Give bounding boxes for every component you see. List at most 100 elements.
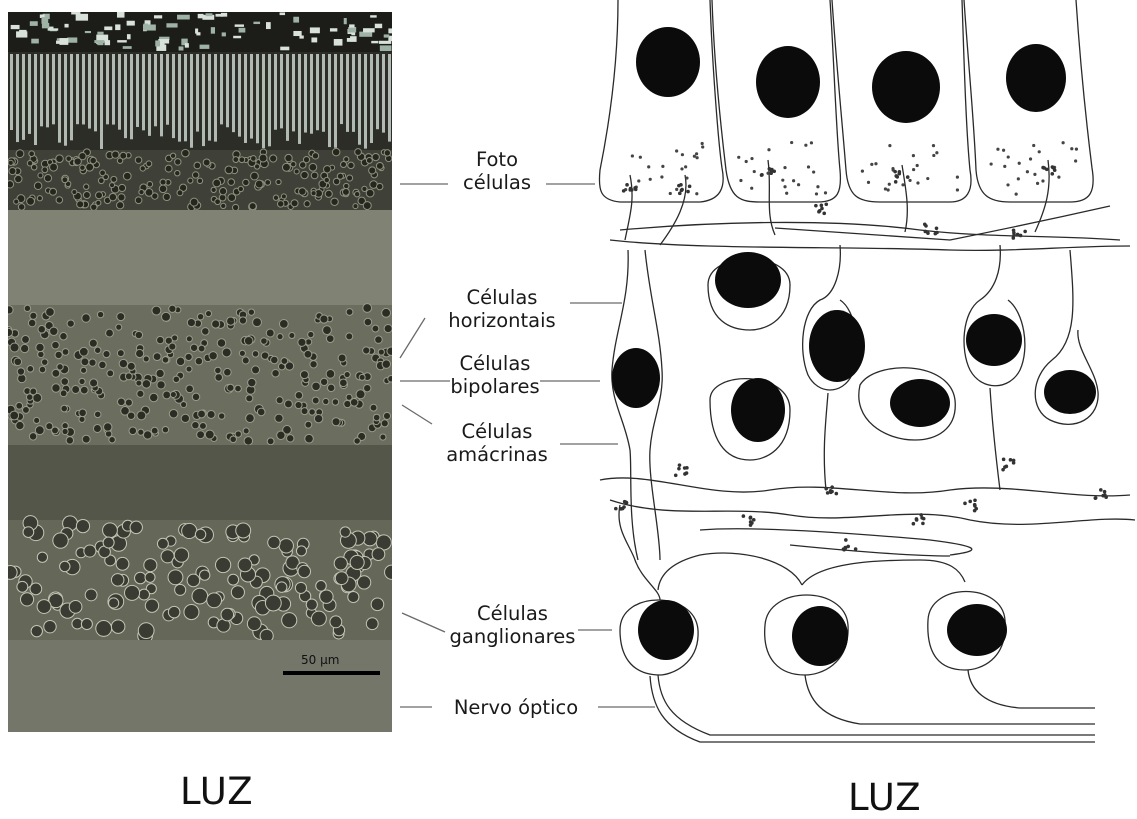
cell-nucleus-dot <box>265 595 281 611</box>
cell-nucleus-dot <box>207 593 222 608</box>
cell-nucleus-dot <box>90 157 97 164</box>
synapse-dot <box>814 204 818 208</box>
cell-nucleus-dot <box>198 345 205 352</box>
cell-nucleus-dot <box>215 367 222 374</box>
synapse-dot <box>1041 166 1045 170</box>
cell-nucleus-dot <box>72 386 80 394</box>
synapse-dot <box>894 180 898 184</box>
rod-segment <box>274 54 277 130</box>
label-bipolares-line1: Células <box>435 352 555 375</box>
granule-dot <box>637 179 640 182</box>
synapse-dot <box>893 170 897 174</box>
rod-segment <box>382 54 385 133</box>
cell-nucleus-dot <box>323 326 332 335</box>
cell-nucleus-dot <box>199 422 206 429</box>
cell-nucleus-dot <box>30 583 42 595</box>
synapse-dot <box>688 185 692 189</box>
cell-nucleus-dot <box>221 608 234 621</box>
synapse-dot <box>749 520 753 524</box>
label-fotocelulas-line2: células <box>447 171 547 194</box>
granule-dot <box>1006 183 1009 186</box>
cell-nucleus-dot <box>137 390 144 397</box>
cell-nucleus-dot <box>27 197 35 205</box>
cell-nucleus-dot <box>282 613 297 628</box>
cell-nucleus-dot <box>116 324 122 330</box>
cell-nucleus-dot <box>186 385 194 393</box>
cell-nucleus-dot <box>27 366 34 373</box>
synapse-dot <box>919 513 923 517</box>
photoreceptor-nucleus-1 <box>636 27 700 97</box>
label-celulas-bipolares: Células bipolares <box>435 352 555 398</box>
cell-nucleus-dot <box>60 561 70 571</box>
pigment-speck <box>384 34 389 37</box>
cell-nucleus-dot <box>118 194 125 201</box>
cell-nucleus-dot <box>103 350 110 357</box>
cell-nucleus-dot <box>22 336 30 344</box>
granule-dot <box>912 168 915 171</box>
cell-nucleus-dot <box>53 533 68 548</box>
cell-nucleus-dot <box>212 320 220 328</box>
rod-segment <box>28 54 31 134</box>
cell-nucleus-dot <box>118 184 125 191</box>
cell-nucleus-dot <box>23 527 34 538</box>
synapse-dot <box>680 188 684 192</box>
rod-segment <box>160 54 163 136</box>
granule-dot <box>816 185 819 188</box>
pigment-speck <box>154 15 162 18</box>
cell-nucleus-dot <box>273 195 278 200</box>
cell-nucleus-dot <box>340 527 350 537</box>
synapse-dot <box>768 167 772 171</box>
cell-nucleus-dot <box>387 347 392 355</box>
cell-nucleus-dot <box>162 312 171 321</box>
cell-nucleus-dot <box>325 190 332 197</box>
cell-nucleus-dot <box>153 353 161 361</box>
cell-nucleus-dot <box>34 182 42 190</box>
synapse-dot <box>973 503 977 507</box>
rod-segment <box>112 54 115 125</box>
cell-nucleus-dot <box>205 310 211 316</box>
photoreceptor-granules <box>624 141 1078 196</box>
synapse-dot <box>935 231 939 235</box>
cell-nucleus-dot <box>165 165 172 172</box>
cell-nucleus-dot <box>228 194 236 202</box>
pigment-speck <box>19 30 26 35</box>
synapse-dot <box>921 522 925 526</box>
granule-dot <box>647 165 650 168</box>
cell-nucleus-dot <box>277 431 285 439</box>
rod-segment <box>202 54 205 146</box>
rod-segment <box>250 54 253 139</box>
cell-nucleus-dot <box>209 352 217 360</box>
cell-nucleus-dot <box>276 179 281 184</box>
rod-segment <box>64 54 67 146</box>
rod-segment <box>220 54 223 124</box>
cell-nucleus-dot <box>50 188 57 195</box>
cell-nucleus-dot <box>363 347 370 354</box>
granule-dot <box>685 176 688 179</box>
rod-segment <box>214 54 217 142</box>
cell-nucleus-dot <box>372 325 379 332</box>
cell-nucleus-dot <box>326 335 334 343</box>
cell-nucleus-dot <box>170 391 176 397</box>
cell-nucleus-dot <box>382 360 390 368</box>
pigment-speck <box>370 15 377 17</box>
cell-nucleus-dot <box>74 158 81 165</box>
cell-nucleus-dot <box>251 156 257 162</box>
cell-nucleus-dot <box>287 435 294 442</box>
synapse-dot <box>1053 168 1057 172</box>
cell-nucleus-dot <box>8 565 17 579</box>
ganglion-nucleus-3 <box>947 604 1007 656</box>
cell-nucleus-dot <box>117 398 125 406</box>
cell-nucleus-dot <box>160 179 166 185</box>
cell-nucleus-dot <box>372 153 379 160</box>
cell-nucleus-dot <box>52 427 59 434</box>
cell-nucleus-dot <box>197 178 202 183</box>
cell-nucleus-dot <box>176 357 184 365</box>
cell-nucleus-dot <box>120 152 127 159</box>
granule-dot <box>701 145 704 148</box>
label-ganglionares-line1: Células <box>440 602 585 625</box>
rod-segment <box>142 54 145 130</box>
cell-nucleus-dot <box>151 427 158 434</box>
granule-dot <box>739 179 742 182</box>
cell-nucleus-dot <box>139 589 150 600</box>
label-nervo-optico: Nervo óptico <box>436 696 596 719</box>
